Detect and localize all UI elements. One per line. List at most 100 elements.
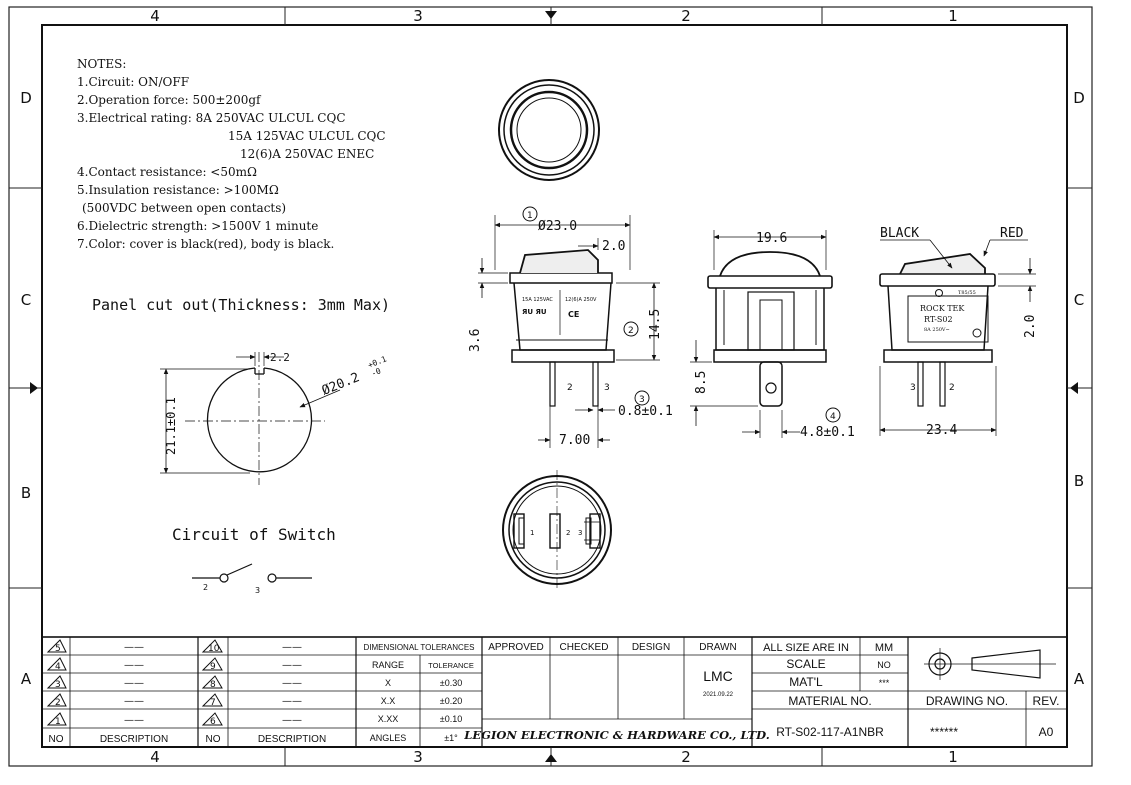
tol-value-4: ±1° (444, 733, 458, 743)
centering-arrows (30, 11, 1078, 762)
scale-value: NO (877, 660, 891, 670)
material-value: *** (879, 678, 890, 688)
drawn-date: 2021.09.22 (703, 692, 734, 698)
bottom-terminal-2: 2 (566, 529, 570, 537)
front-terminal-3: 3 (604, 383, 610, 393)
rev-left-arrow-5: —— (124, 715, 144, 726)
zone-col-2-top: 2 (681, 7, 691, 25)
unit-value: MM (875, 642, 893, 654)
zone-labels: 4 3 2 1 4 3 2 1 D C B A D C B A (20, 7, 1085, 766)
col-no-right: NO (206, 734, 221, 745)
zone-col-3-bottom: 3 (413, 748, 423, 766)
note-6: 6.Dielectric strength: >1500V 1 minute (77, 219, 318, 233)
revision-arrows: —— —— —— —— —— —— —— —— —— —— (124, 642, 302, 726)
zone-col-1-top: 1 (948, 7, 958, 25)
rev-right-arrow-5: —— (282, 715, 302, 726)
rear-label-red: RED (1000, 226, 1024, 241)
rev-right-6: 6 (210, 717, 216, 727)
zone-col-3-top: 3 (413, 7, 423, 25)
material-no-label: MATERIAL NO. (788, 694, 871, 708)
panel-cutout-drawing (160, 352, 341, 485)
circuit-title: Circuit of Switch (172, 525, 336, 544)
tol-header-tolerance: TOLERANCE (428, 661, 474, 670)
revision-triangles (46, 639, 223, 726)
rev-left-1: 1 (55, 717, 61, 727)
note-1: 1.Circuit: ON/OFF (77, 75, 189, 89)
tol-value-3: ±0.10 (440, 714, 462, 724)
note-3-line-2: 15A 125VAC ULCUL CQC (228, 129, 386, 143)
zone-row-b-left: B (21, 484, 31, 502)
panel-dim-notch: 2.2 (270, 351, 290, 364)
note-5: 5.Insulation resistance: >100MΩ (77, 183, 279, 197)
zone-row-a-right: A (1074, 670, 1085, 688)
front-terminal-2: 2 (567, 383, 573, 393)
tol-range-3: X.XX (378, 714, 399, 724)
title-block (41, 636, 1068, 748)
drawing-no-value: ****** (930, 725, 958, 739)
company-name: LEGION ELECTRONIC & HARDWARE CO., LTD. (463, 728, 769, 742)
zone-row-a-left: A (21, 670, 32, 688)
drawn-label: DRAWN (699, 642, 736, 653)
revision-headers: NO DESCRIPTION NO DESCRIPTION (49, 734, 327, 745)
rev-left-arrow-4: —— (124, 696, 144, 707)
rev-left-arrow-2: —— (124, 660, 144, 671)
note-3: 3.Electrical rating: 8A 250VAC ULCUL CQC (77, 111, 346, 125)
balloon-1: 1 (527, 211, 533, 221)
rev-value: A0 (1039, 725, 1054, 739)
side-view (690, 230, 841, 438)
approval-row: APPROVED CHECKED DESIGN DRAWN LMC 2021.0… (488, 642, 736, 698)
rear-terminal-3: 3 (910, 383, 916, 393)
rev-left-4: 4 (55, 662, 61, 672)
drawing-no-label: DRAWING NO. (926, 694, 1008, 708)
tolerance-table: DIMENSIONAL TOLERANCES RANGE TOLERANCE X… (364, 643, 475, 743)
rear-dim-side: 2.0 (1023, 315, 1038, 338)
col-no-left: NO (49, 734, 64, 745)
approved-label: APPROVED (488, 642, 544, 653)
circuit-symbol (192, 563, 312, 583)
rear-view (879, 239, 1036, 436)
drawn-by: LMC (703, 668, 733, 684)
tol-value-1: ±0.30 (440, 678, 462, 688)
zone-col-4-bottom: 4 (150, 748, 160, 766)
notes-block: NOTES: 1.Circuit: ON/OFF 2.Operation for… (77, 57, 386, 251)
design-label: DESIGN (632, 642, 670, 653)
bottom-terminal-3: 3 (578, 529, 582, 537)
front-dim-pitch: 7.00 (559, 433, 590, 448)
material-no-value: RT-S02-117-A1NBR (776, 725, 884, 739)
tol-range-4: ANGLES (370, 733, 407, 743)
zone-col-2-bottom: 2 (681, 748, 691, 766)
checked-label: CHECKED (560, 642, 609, 653)
rev-right-10: 10 (208, 644, 220, 654)
front-label-rating-2: 12(6)A 250V (565, 297, 597, 303)
rev-label: REV. (1033, 694, 1060, 708)
rear-label-rating: 8A 250V~ (924, 327, 950, 333)
rev-right-arrow-1: —— (282, 642, 302, 653)
tolerances-title: DIMENSIONAL TOLERANCES (364, 643, 475, 652)
tol-value-2: ±0.20 (440, 696, 462, 706)
panel-dim-diameter-group: Ø20.2 +0.1 -0 (320, 354, 388, 399)
zone-col-1-bottom: 1 (948, 748, 958, 766)
rev-left-2: 2 (55, 698, 61, 708)
panel-dim-diameter: Ø20.2 (320, 370, 362, 399)
front-dim-pin: 0.8±0.1 (618, 404, 673, 419)
bottom-view (502, 470, 612, 590)
balloon-3: 3 (639, 395, 645, 405)
zone-row-d-right: D (1073, 89, 1085, 107)
balloon-4: 4 (830, 412, 836, 422)
rev-right-arrow-2: —— (282, 660, 302, 671)
rear-label-model: RT-S02 (924, 315, 953, 324)
rev-right-7: 7 (210, 698, 216, 708)
circuit-terminal-3: 3 (255, 586, 260, 595)
scale-label: SCALE (786, 657, 825, 671)
zone-row-b-right: B (1074, 472, 1084, 490)
rev-right-9: 9 (210, 662, 216, 672)
front-view (478, 206, 660, 448)
col-description-left: DESCRIPTION (100, 734, 168, 745)
rear-dim-width: 23.4 (926, 423, 957, 438)
front-label-ce: CE (568, 310, 579, 319)
zone-row-c-right: C (1074, 291, 1084, 309)
side-dim-tab: 4.8±0.1 (800, 425, 855, 440)
note-2: 2.Operation force: 500±200gf (77, 93, 262, 107)
front-label-rating-1: 15A 125VAC (522, 297, 553, 303)
